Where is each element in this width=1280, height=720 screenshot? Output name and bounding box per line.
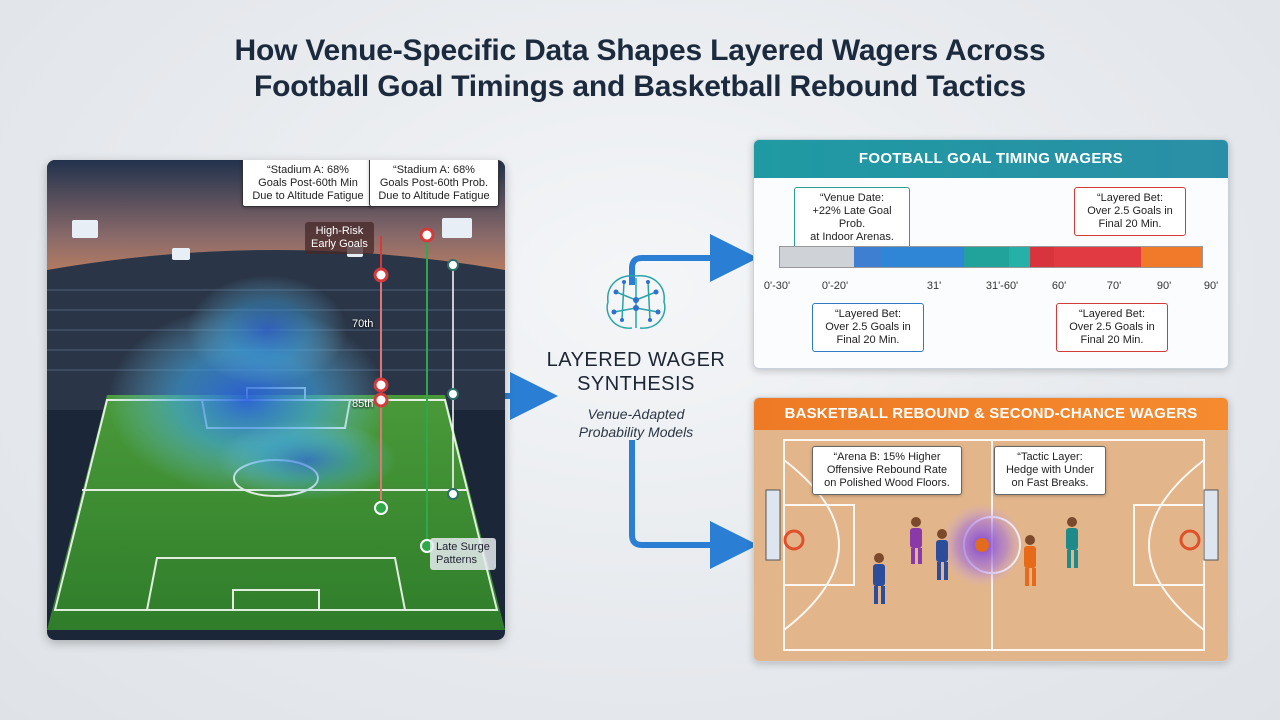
top-layered-bet-callout: “Layered Bet: Over 2.5 Goals in Final 20… — [1074, 187, 1186, 236]
basketball-panel: BASKETBALL REBOUND & SECOND-CHANCE WAGER… — [753, 397, 1229, 662]
venue-data-line2: +22% Late Goal Prob. — [812, 205, 892, 230]
synthesis-subtitle: Venue-Adapted Probability Models — [550, 405, 722, 441]
top-bet-line1: “Layered Bet: — [1096, 192, 1164, 204]
tactic-layer-callout: “Tactic Layer: Hedge with Under on Fast … — [994, 446, 1106, 495]
synthesis-sub-line2: Probability Models — [578, 424, 694, 440]
timing-tick-label: 31' — [926, 280, 942, 292]
stadium-callout-a-line3: Due to Altitude Fatigue — [252, 190, 364, 202]
venue-data-line3: at Indoor Arenas. — [810, 231, 894, 243]
left-backboard — [765, 489, 781, 561]
synthesis-sub-line1: Venue-Adapted — [587, 406, 685, 422]
timing-segment — [1009, 247, 1030, 267]
arena-b-line3: on Polished Wood Floors. — [824, 477, 950, 489]
minute-70-label: 70th — [352, 318, 374, 330]
timing-segment — [882, 247, 965, 267]
stadium-callout-a-line1: “Stadium A: 68% — [267, 164, 349, 176]
timing-tick-label: 0'-20' — [821, 280, 849, 292]
early-goals-tag: High-Risk Early Goals — [305, 222, 374, 254]
stadium-callout-b-line2: Goals Post-60th Prob. — [379, 177, 489, 189]
stadium-callout-b-line3: Due to Altitude Fatigue — [378, 190, 490, 202]
bottom-layered-bet-left: “Layered Bet: Over 2.5 Goals in Final 20… — [812, 303, 924, 352]
stadium-panel: “Stadium A: 68% Goals Post-60th Min Due … — [47, 160, 505, 640]
timing-segment — [1140, 247, 1202, 267]
late-surge-line1: Late Surge — [436, 541, 490, 553]
football-panel: FOOTBALL GOAL TIMING WAGERS “Venue Date:… — [753, 139, 1229, 369]
goal-timing-bar — [779, 246, 1203, 268]
top-bet-line2: Over 2.5 Goals in — [1087, 205, 1173, 217]
bottom-layered-bet-right: “Layered Bet: Over 2.5 Goals in Final 20… — [1056, 303, 1168, 352]
timing-segment — [780, 247, 854, 267]
bottom-left-bet-line1: “Layered Bet: — [834, 308, 902, 320]
early-goals-line1: High-Risk — [315, 225, 364, 237]
minute-85-label: 85th — [352, 398, 374, 410]
timing-tick-label: 0'-30' — [763, 280, 791, 292]
venue-data-line1: “Venue Date: — [819, 192, 885, 204]
timing-ticks: 0'-30' 0'-20' 31' 31'-60' 60' 70' 90' 90' — [759, 280, 1225, 294]
timing-segment — [964, 247, 1010, 267]
top-bet-line3: Final 20 Min. — [1098, 218, 1162, 230]
early-goals-line2: Early Goals — [311, 238, 368, 250]
timing-segment — [853, 247, 883, 267]
left-hoop — [783, 529, 805, 551]
page-title: How Venue-Specific Data Shapes Layered W… — [0, 33, 1280, 105]
arena-b-callout: “Arena B: 15% Higher Offensive Rebound R… — [812, 446, 962, 495]
timing-segment — [1029, 247, 1055, 267]
basketball-header: BASKETBALL REBOUND & SECOND-CHANCE WAGER… — [754, 398, 1228, 430]
stadium-callout-a: “Stadium A: 68% Goals Post-60th Min Due … — [242, 160, 374, 207]
late-surge-line2: Patterns — [436, 554, 477, 566]
brain-network-icon — [606, 275, 666, 329]
title-line-1: How Venue-Specific Data Shapes Layered W… — [234, 34, 1046, 67]
timing-segment — [1054, 247, 1141, 267]
timing-tick-label: 90' — [1203, 280, 1219, 292]
arena-b-line1: “Arena B: 15% Higher — [833, 451, 941, 463]
stadium-callout-b-line1: “Stadium A: 68% — [393, 164, 475, 176]
synthesis-title-line2: SYNTHESIS — [577, 373, 695, 395]
tactic-layer-line2: Hedge with Under — [1005, 464, 1095, 476]
timing-tick-label: 70' — [1106, 280, 1122, 292]
timing-tick-label: 90' — [1156, 280, 1172, 292]
bottom-right-bet-line3: Final 20 Min. — [1080, 334, 1144, 346]
bottom-left-bet-line2: Over 2.5 Goals in — [825, 321, 911, 333]
late-surge-tag: Late Surge Patterns — [430, 538, 496, 570]
timing-tick-label: 31'-60' — [985, 280, 1019, 292]
right-hoop — [1179, 529, 1201, 551]
football-header: FOOTBALL GOAL TIMING WAGERS — [754, 140, 1228, 178]
synthesis-title: LAYERED WAGER SYNTHESIS — [530, 348, 742, 396]
venue-data-callout: “Venue Date: +22% Late Goal Prob. at Ind… — [794, 187, 910, 249]
right-backboard — [1203, 489, 1219, 561]
title-line-2: Football Goal Timings and Basketball Reb… — [254, 70, 1026, 103]
arena-b-line2: Offensive Rebound Rate — [826, 464, 948, 476]
stadium-callout-a-line2: Goals Post-60th Min — [258, 177, 358, 189]
synthesis-title-line1: LAYERED WAGER — [546, 349, 726, 371]
bottom-right-bet-line2: Over 2.5 Goals in — [1069, 321, 1155, 333]
stadium-callout-b: “Stadium A: 68% Goals Post-60th Prob. Du… — [369, 160, 499, 207]
tactic-layer-line3: on Fast Breaks. — [1011, 477, 1089, 489]
tactic-layer-line1: “Tactic Layer: — [1017, 451, 1083, 463]
arrow-synthesis-to-basketball — [629, 440, 758, 569]
bottom-left-bet-line3: Final 20 Min. — [836, 334, 900, 346]
timing-tick-label: 60' — [1051, 280, 1067, 292]
player-figures — [873, 517, 1078, 604]
bottom-right-bet-line1: “Layered Bet: — [1078, 308, 1146, 320]
basketball-icon — [975, 538, 989, 552]
